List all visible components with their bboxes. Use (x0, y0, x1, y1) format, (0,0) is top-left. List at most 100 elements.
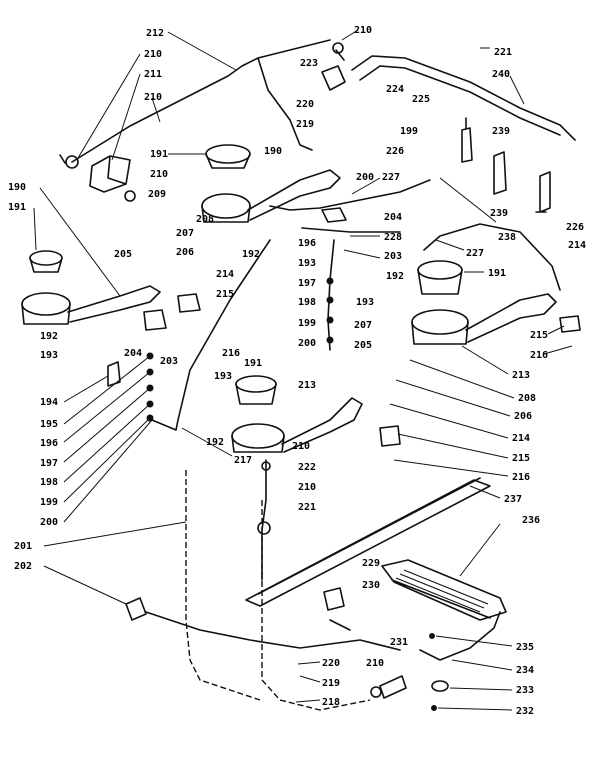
callout-214: 214 (512, 433, 530, 444)
leader-238 (439, 177, 497, 223)
leader-233 (449, 687, 513, 691)
leader-212 (167, 31, 237, 71)
callout-215: 215 (512, 453, 530, 464)
leader-206b (395, 379, 511, 417)
pilot-tube-212 (59, 39, 331, 164)
callout-203: 203 (160, 356, 178, 367)
callout-228: 228 (384, 232, 402, 243)
callout-221: 221 (298, 502, 316, 513)
burner-arm-213a (411, 293, 557, 345)
callout-226: 226 (386, 146, 404, 157)
callout-197: 197 (40, 458, 58, 469)
callout-208: 208 (196, 214, 214, 225)
frame-201 (185, 470, 371, 711)
leader-235 (435, 635, 513, 647)
valve-fitting-210a (65, 155, 79, 169)
leader-190b (39, 187, 121, 297)
burner-arm-190a (201, 169, 341, 223)
leader-211 (111, 73, 141, 161)
callout-labels: 212 210 210 211 210 223 221 240 224 225 … (8, 25, 586, 717)
burner-cap-191d (235, 375, 277, 393)
leader-197b (63, 387, 151, 463)
callout-231: 231 (390, 637, 408, 648)
callout-210: 210 (144, 92, 162, 103)
leader-216b (543, 345, 573, 355)
callout-192: 192 (40, 331, 58, 342)
part-197a (326, 277, 334, 285)
callout-230: 230 (362, 580, 380, 591)
rail-237 (245, 477, 491, 607)
callout-221: 221 (494, 47, 512, 58)
callout-198: 198 (298, 297, 316, 308)
burner-236-ports (395, 569, 489, 613)
tube-227a (269, 179, 431, 211)
callout-197: 197 (298, 278, 316, 289)
callout-194: 194 (40, 397, 58, 408)
callout-207: 207 (176, 228, 194, 239)
valve-202 (125, 597, 147, 621)
callout-215: 215 (530, 330, 548, 341)
part-200a (326, 336, 334, 344)
fitting-210g (370, 686, 382, 698)
part-233 (431, 680, 449, 692)
callout-205: 205 (114, 249, 132, 260)
valve-fitting-210b (124, 190, 136, 202)
callout-232: 232 (516, 706, 534, 717)
callout-239: 239 (492, 126, 510, 137)
callout-195: 195 (40, 419, 58, 430)
callout-193: 193 (40, 350, 58, 361)
tube-228 (301, 227, 401, 233)
callout-192: 192 (206, 437, 224, 448)
part-198a (326, 296, 334, 304)
callout-199: 199 (40, 497, 58, 508)
thermostat-239a (461, 117, 473, 163)
leader-234 (451, 659, 513, 671)
callout-229: 229 (362, 558, 380, 569)
bracket-204a (321, 207, 347, 223)
burner-cap-191a (205, 144, 251, 164)
callout-210: 210 (354, 25, 372, 36)
callout-208: 208 (518, 393, 536, 404)
callout-212: 212 (146, 28, 164, 39)
manifold-pipe-240 (351, 55, 576, 141)
callout-196: 196 (40, 438, 58, 449)
burner-cap-191b (29, 250, 63, 266)
callout-216: 216 (512, 472, 530, 483)
callout-191: 191 (244, 358, 262, 369)
thermostat-239b (493, 151, 507, 195)
callout-200: 200 (356, 172, 374, 183)
leader-240 (509, 75, 525, 105)
burner-base-213a (411, 309, 469, 335)
callout-198: 198 (40, 477, 58, 488)
tube-227b (423, 223, 561, 291)
leader-200c (63, 419, 153, 523)
leader-219b (299, 675, 321, 683)
bracket-215c (379, 425, 401, 447)
leader-218 (295, 699, 321, 703)
burner-cap-191a-body (205, 153, 251, 169)
leader-227b (435, 239, 465, 251)
leader-215c (397, 433, 509, 459)
callout-215: 215 (216, 289, 234, 300)
burner-tube-234 (419, 611, 501, 661)
callout-218: 218 (322, 697, 340, 708)
callout-206: 206 (514, 411, 532, 422)
leader-214c (389, 403, 509, 439)
burner-arm-213b (231, 397, 363, 453)
callout-200: 200 (298, 338, 316, 349)
leader-220b (297, 661, 321, 665)
burner-cap-191d-body (235, 383, 277, 405)
callout-217: 217 (234, 455, 252, 466)
bracket-204b (143, 309, 167, 331)
igniter-226 (535, 171, 551, 213)
callout-214: 214 (216, 269, 234, 280)
leader-194 (63, 375, 109, 403)
callout-199: 199 (400, 126, 418, 137)
callout-193: 193 (356, 297, 374, 308)
leader-201 (43, 521, 187, 547)
burner-cap-191c-body (417, 269, 463, 295)
callout-216: 216 (222, 348, 240, 359)
fitting-231 (379, 675, 407, 699)
callout-192: 192 (242, 249, 260, 260)
